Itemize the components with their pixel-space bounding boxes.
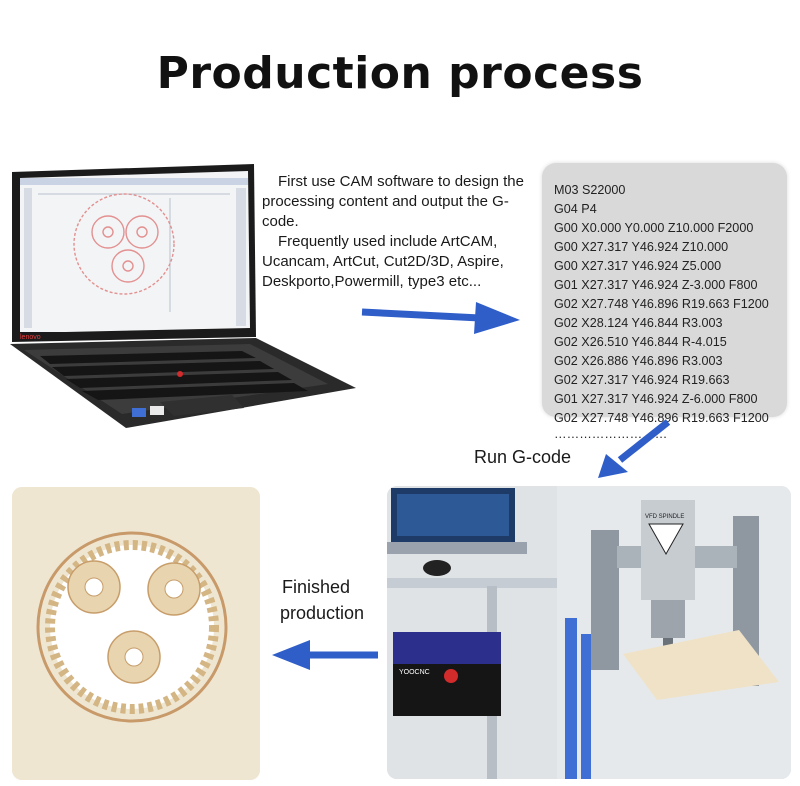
intro-paragraph-1: First use CAM software to design the pro… [262,173,524,230]
gcode-line: ……………………… [554,427,668,441]
gcode-line: G02 X27.748 Y46.896 R19.663 F1200 [554,297,769,311]
gcode-line: G02 X27.748 Y46.896 R19.663 F1200 [554,411,769,425]
gcode-list: M03 S22000 G04 P4 G00 X0.000 Y0.000 Z10.… [542,163,787,440]
laptop-image: lenovo [10,162,358,430]
gcode-line: G02 X27.317 Y46.924 R19.663 [554,373,730,387]
gcode-line: G00 X27.317 Y46.924 Z5.000 [554,259,722,273]
controller-brand-label: YOOCNC [399,669,430,676]
finished-product-image [12,487,260,780]
gcode-line: G04 P4 [554,202,597,216]
intro-text: First use CAM software to design the pro… [262,172,532,292]
gcode-line: G01 X27.317 Y46.924 Z-3.000 F800 [554,278,758,292]
finished-production-label: Finished production [280,574,364,626]
gcode-line: G00 X0.000 Y0.000 Z10.000 F2000 [554,221,754,235]
gcode-line: G02 X28.124 Y46.844 R3.003 [554,316,723,330]
intro-paragraph-2: Frequently used include ArtCAM, Ucancam,… [262,233,504,290]
cnc-machine-image: YOOCNC VFD SPINDLE [387,486,791,779]
arrow-left-icon [270,638,380,672]
run-gcode-label: Run G-code [474,447,572,467]
gcode-line: G02 X26.510 Y46.844 R-4.015 [554,335,727,349]
arrow-down-left-icon [596,418,672,480]
gcode-line: M03 S22000 [554,183,626,197]
gcode-line: G00 X27.317 Y46.924 Z10.000 [554,240,729,254]
gcode-line: G01 X27.317 Y46.924 Z-6.000 F800 [554,392,758,406]
laptop-brand-label: lenovo [20,334,41,341]
gcode-line: G02 X26.886 Y46.896 R3.003 [554,354,723,368]
arrow-right-icon [360,296,522,338]
gear-drawing [73,193,175,295]
spindle-label: VFD SPINDLE [645,514,684,520]
finished-label-line-2: production [280,603,365,623]
finished-label-line-1: Finished [282,577,351,597]
page-title: Production process [156,48,644,99]
gcode-panel: M03 S22000 G04 P4 G00 X0.000 Y0.000 Z10.… [542,163,787,440]
